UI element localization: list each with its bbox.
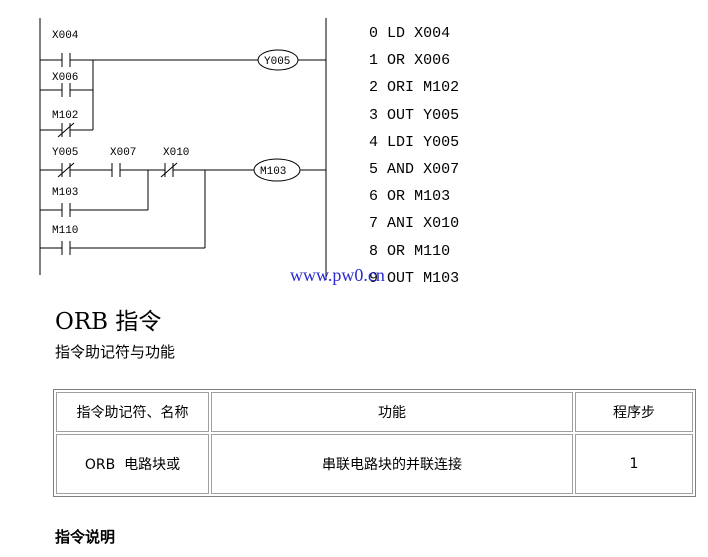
opcode: OUT <box>387 106 415 124</box>
instruction-line: 2 ORI M102 <box>369 74 459 101</box>
operand: X010 <box>423 215 460 233</box>
instruction-line: 1 OR X006 <box>369 47 459 74</box>
instruction-line: 3 OUT Y005 <box>369 102 459 129</box>
operand: M110 <box>414 242 451 260</box>
operand: X007 <box>423 160 460 178</box>
label-x007: X007 <box>110 147 136 159</box>
table-row: ORB 电路块或 串联电路块的并联连接 1 <box>56 434 693 494</box>
instruction-line: 6 OR M103 <box>369 183 459 210</box>
operand: X004 <box>414 25 451 42</box>
opcode: LD <box>387 25 406 42</box>
page-title: ORB 指令 <box>55 309 162 335</box>
header-steps: 程序步 <box>575 392 693 432</box>
instruction-spec-table: 指令助记符、名称 功能 程序步 ORB 电路块或 串联电路块的并联连接 1 <box>53 389 696 497</box>
watermark: www.pw0.cn <box>290 265 385 285</box>
opcode: OR <box>387 52 406 70</box>
step-number: 9 <box>369 269 379 287</box>
step-number: 2 <box>369 79 379 97</box>
operand: X006 <box>414 52 451 70</box>
operand: Y005 <box>423 106 460 124</box>
step-number: 6 <box>369 188 379 206</box>
header-function: 功能 <box>211 392 573 432</box>
cell-steps: 1 <box>575 434 693 494</box>
step-number: 5 <box>369 160 379 178</box>
coil-m103 <box>253 158 301 182</box>
instruction-line: 8 OR M110 <box>369 238 459 265</box>
table-header-row: 指令助记符、名称 功能 程序步 <box>56 392 693 432</box>
label-y005: Y005 <box>52 147 78 159</box>
opcode: ORI <box>387 79 415 97</box>
coil-y005 <box>257 49 299 71</box>
label-x004: X004 <box>52 30 79 42</box>
instruction-line: 9 OUT M103 <box>369 265 459 292</box>
label-m102: M102 <box>52 110 78 122</box>
opcode: OR <box>387 242 406 260</box>
step-number: 1 <box>369 52 379 70</box>
header-mnemonic: 指令助记符、名称 <box>56 392 209 432</box>
coil-label-y005: Y005 <box>264 56 290 68</box>
coil-label-m103: M103 <box>260 166 286 178</box>
operand: M102 <box>423 79 460 97</box>
opcode: LDI <box>387 133 415 151</box>
operand: M103 <box>414 188 451 206</box>
step-number: 0 <box>369 25 379 42</box>
instruction-line: 4 LDI Y005 <box>369 129 459 156</box>
opcode: OUT <box>387 269 415 287</box>
opcode: OR <box>387 188 406 206</box>
label-x006: X006 <box>52 72 78 84</box>
operand: Y005 <box>423 133 460 151</box>
opcode: ANI <box>387 215 415 233</box>
instruction-line: 7 ANI X010 <box>369 210 459 237</box>
step-number: 7 <box>369 215 379 233</box>
label-m103: M103 <box>52 187 78 199</box>
label-x010: X010 <box>163 147 189 159</box>
operand: M103 <box>423 269 460 287</box>
instruction-line: 5 AND X007 <box>369 156 459 183</box>
step-number: 3 <box>369 106 379 124</box>
section-heading-instruction-notes: 指令说明 <box>55 528 116 546</box>
step-number: 8 <box>369 242 379 260</box>
instruction-line: 0 LD X004 <box>369 20 459 47</box>
cell-mnemonic: ORB 电路块或 <box>56 434 209 494</box>
cell-function: 串联电路块的并联连接 <box>211 434 573 494</box>
opcode: AND <box>387 160 415 178</box>
ladder-diagram: X004 X006 M102 Y005 X007 X010 M103 M110 … <box>39 18 327 280</box>
step-number: 4 <box>369 133 379 151</box>
label-m110: M110 <box>52 225 78 237</box>
section-subtitle: 指令助记符与功能 <box>55 343 176 361</box>
